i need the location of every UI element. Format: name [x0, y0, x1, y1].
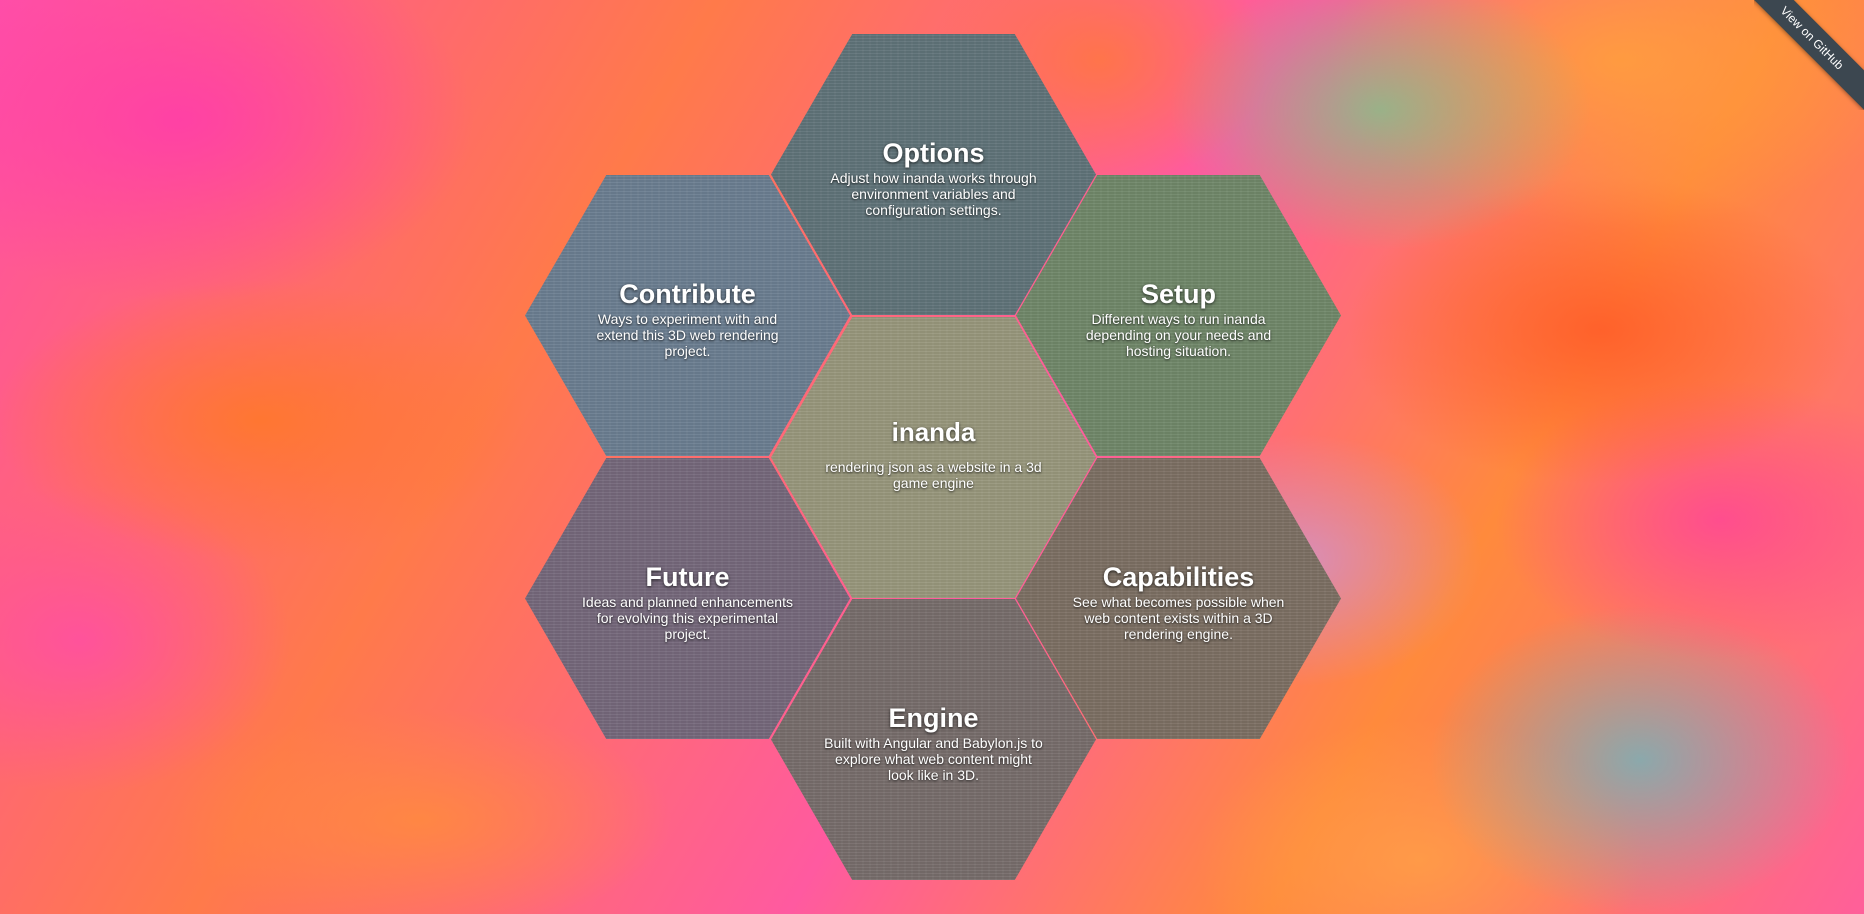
hex-engine-title: Engine: [888, 703, 979, 733]
hex-options-title: Options: [882, 138, 985, 168]
view-on-github-ribbon[interactable]: View on GitHub: [1754, 0, 1864, 110]
hex-engine-description: Built with Angular and Babylon.js to exp…: [824, 735, 1043, 783]
hex-capabilities-content: Capabilities See what becomes possible w…: [1016, 562, 1341, 642]
hex-engine-content: Engine Built with Angular and Babylon.js…: [771, 703, 1096, 783]
hex-future-title: Future: [645, 562, 730, 592]
hex-contribute-title: Contribute: [619, 279, 756, 309]
hex-center-content: inanda rendering json as a website in a …: [771, 417, 1096, 491]
hex-contribute-description: Ways to experiment with and extend this …: [596, 311, 779, 359]
github-ribbon-corner: View on GitHub: [1754, 0, 1864, 110]
hex-setup-title: Setup: [1140, 279, 1216, 309]
hex-setup-content: Setup Different ways to run inanda depen…: [1016, 279, 1341, 359]
hex-capabilities-title: Capabilities: [1102, 562, 1255, 592]
hex-future[interactable]: Future Ideas and planned enhancements fo…: [525, 458, 850, 739]
hex-future-description: Ideas and planned enhancements for evolv…: [582, 594, 793, 642]
hex-future-content: Future Ideas and planned enhancements fo…: [525, 562, 850, 642]
hex-center-title: inanda: [891, 417, 976, 447]
hex-contribute-content: Contribute Ways to experiment with and e…: [525, 279, 850, 359]
hex-options-content: Options Adjust how inanda works through …: [771, 138, 1096, 218]
hex-options-description: Adjust how inanda works through environm…: [830, 170, 1037, 218]
hex-center-description: rendering json as a website in a 3d game…: [825, 459, 1042, 491]
hex-contribute[interactable]: Contribute Ways to experiment with and e…: [525, 175, 850, 456]
hex-capabilities-description: See what becomes possible when web conte…: [1072, 594, 1285, 642]
hex-setup-description: Different ways to run inanda depending o…: [1085, 311, 1272, 359]
